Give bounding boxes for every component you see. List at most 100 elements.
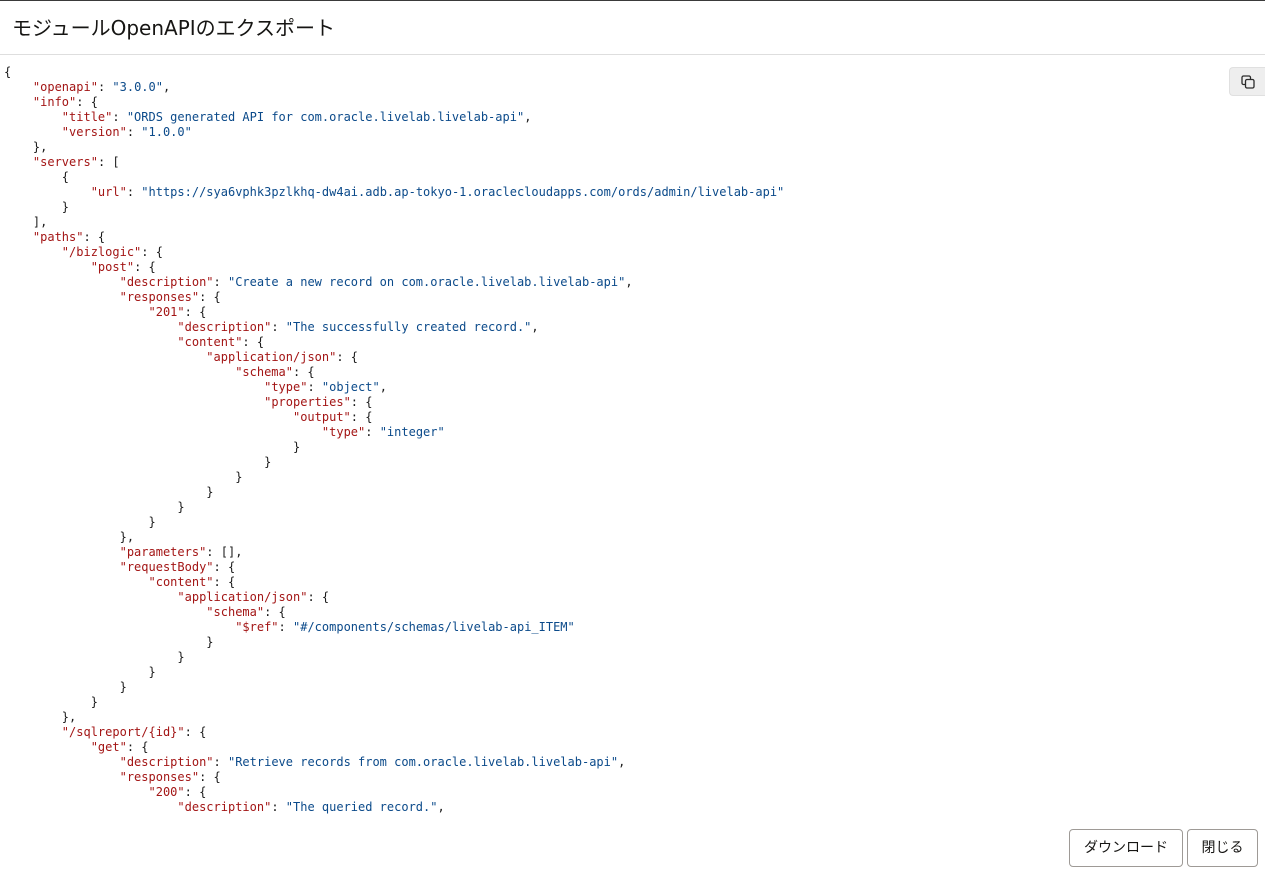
json-string-value: "#/components/schemas/livelab-api_ITEM" [293, 620, 575, 634]
json-punctuation: : { [83, 230, 106, 244]
json-punctuation: : { [213, 560, 236, 574]
json-punctuation [4, 155, 33, 169]
json-punctuation: : { [292, 365, 315, 379]
json-string-value: "The queried record." [285, 800, 438, 814]
json-punctuation [4, 95, 33, 109]
code-line: } [4, 695, 784, 710]
json-punctuation [4, 350, 206, 364]
json-punctuation: : [112, 110, 127, 124]
json-punctuation [4, 125, 62, 139]
window-top-border [0, 0, 1265, 1]
json-punctuation: : [213, 275, 228, 289]
json-punctuation [4, 230, 33, 244]
json-key: "output" [292, 410, 351, 424]
code-line: "post": { [4, 260, 784, 275]
json-punctuation [4, 590, 177, 604]
json-punctuation [4, 305, 149, 319]
json-punctuation [4, 560, 120, 574]
code-line: } [4, 665, 784, 680]
json-punctuation: : [271, 800, 286, 814]
json-punctuation [4, 110, 62, 124]
copy-button[interactable] [1229, 67, 1265, 96]
json-key: "description" [119, 755, 214, 769]
json-punctuation: : { [336, 350, 359, 364]
json-punctuation: : { [213, 575, 236, 589]
code-line: } [4, 680, 784, 695]
json-punctuation: } [4, 440, 301, 454]
json-punctuation [4, 395, 264, 409]
json-punctuation: } [4, 515, 156, 529]
json-punctuation: , [379, 380, 387, 394]
json-punctuation: } [4, 680, 127, 694]
json-punctuation: : { [199, 770, 221, 784]
download-button[interactable]: ダウンロード [1069, 829, 1183, 867]
json-punctuation: : [97, 80, 113, 94]
code-line: "application/json": { [4, 590, 784, 605]
code-line: "201": { [4, 305, 784, 320]
code-line: "type": "object", [4, 380, 784, 395]
json-punctuation [4, 545, 120, 559]
json-punctuation: : [126, 185, 142, 199]
code-line: "description": "Retrieve records from co… [4, 755, 784, 770]
close-button[interactable]: 閉じる [1187, 829, 1258, 867]
json-key: "url" [90, 185, 127, 199]
code-line: ], [4, 215, 784, 230]
json-punctuation: }, [4, 140, 48, 154]
json-punctuation: : { [199, 290, 221, 304]
json-punctuation [4, 185, 91, 199]
json-punctuation: : { [141, 245, 163, 259]
json-punctuation: } [4, 650, 185, 664]
json-punctuation: : { [126, 740, 149, 754]
code-line: }, [4, 710, 784, 725]
json-punctuation [4, 725, 62, 739]
json-string-value: "object" [321, 380, 380, 394]
json-punctuation: : [213, 755, 228, 769]
code-line: "paths": { [4, 230, 784, 245]
json-punctuation: } [4, 455, 272, 469]
json-punctuation: } [4, 695, 98, 709]
code-line: { [4, 65, 784, 80]
json-punctuation [4, 755, 120, 769]
code-line: } [4, 200, 784, 215]
openapi-code-viewer[interactable]: { "openapi": "3.0.0", "info": { "title":… [0, 56, 1265, 818]
json-punctuation: }, [4, 710, 77, 724]
code-line: } [4, 515, 784, 530]
json-punctuation: : { [76, 95, 98, 109]
code-line: } [4, 635, 784, 650]
code-line: "properties": { [4, 395, 784, 410]
code-line: "title": "ORDS generated API for com.ora… [4, 110, 784, 125]
json-punctuation: : { [350, 395, 373, 409]
copy-icon [1241, 75, 1255, 89]
json-string-value: "Retrieve records from com.oracle.livela… [227, 755, 619, 769]
json-punctuation: : [ [97, 155, 120, 169]
json-key: "servers" [32, 155, 98, 169]
json-key: "properties" [264, 395, 351, 409]
json-punctuation [4, 575, 149, 589]
json-punctuation: : { [134, 260, 156, 274]
json-key: "post" [90, 260, 135, 274]
code-line: "description": "The queried record.", [4, 800, 784, 815]
json-punctuation: }, [4, 530, 135, 544]
code-line: "info": { [4, 95, 784, 110]
json-punctuation [4, 770, 120, 784]
json-key: "content" [177, 335, 243, 349]
json-punctuation: } [4, 485, 214, 499]
code-line: } [4, 455, 784, 470]
json-key: "schema" [206, 605, 265, 619]
json-key: "type" [264, 380, 308, 394]
code-line: "output": { [4, 410, 784, 425]
json-punctuation: : { [184, 785, 207, 799]
code-line: }, [4, 530, 784, 545]
code-line: "schema": { [4, 365, 784, 380]
dialog-title: モジュールOpenAPIのエクスポート [12, 16, 336, 40]
json-key: "requestBody" [119, 560, 214, 574]
json-punctuation [4, 290, 120, 304]
json-key: "$ref" [235, 620, 279, 634]
json-punctuation: } [4, 665, 156, 679]
code-line: } [4, 470, 784, 485]
json-key: "description" [177, 800, 272, 814]
code-line: "get": { [4, 740, 784, 755]
code-line: "openapi": "3.0.0", [4, 80, 784, 95]
json-punctuation: : { [264, 605, 286, 619]
code-line: "servers": [ [4, 155, 784, 170]
